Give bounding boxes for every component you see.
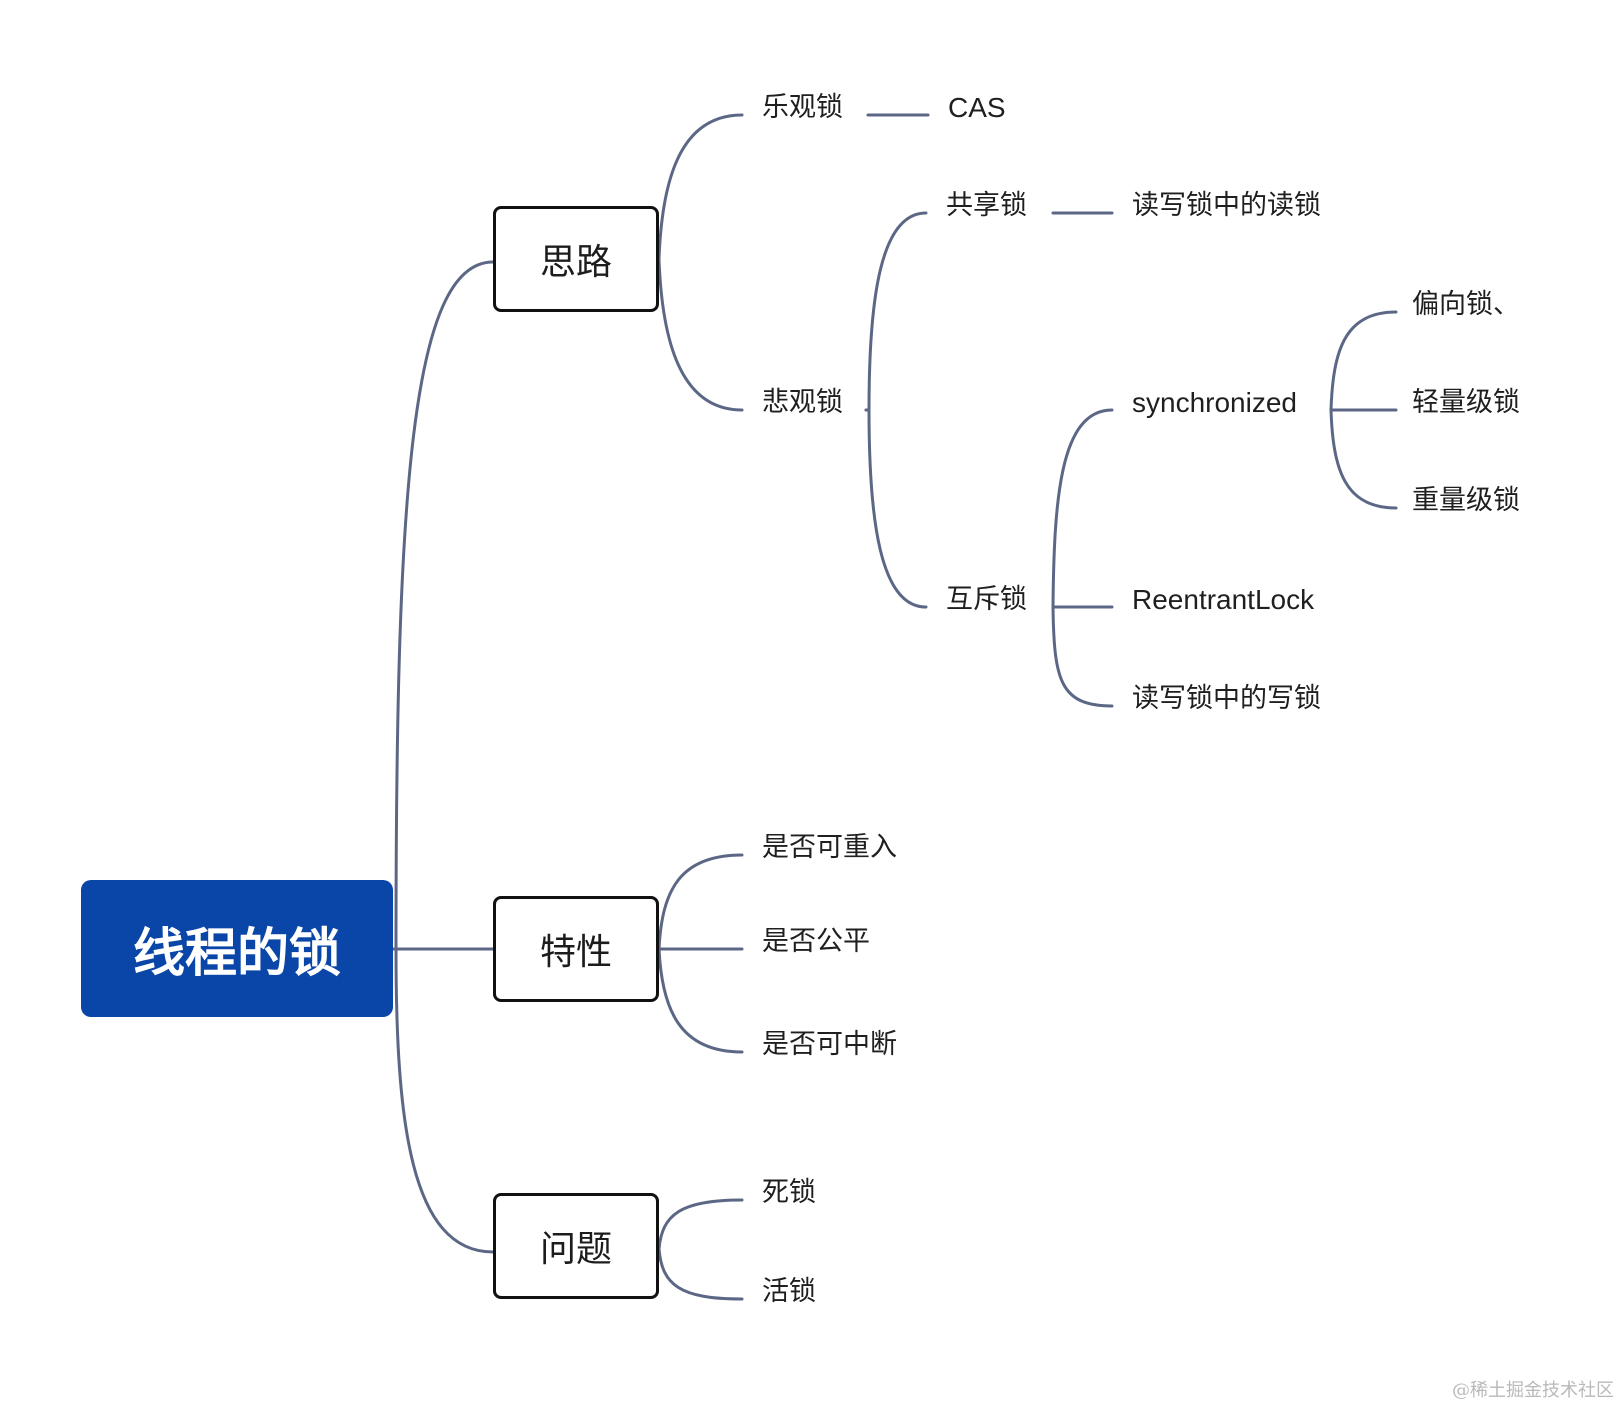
node-write-lock[interactable]: 读写锁中的写锁: [1132, 683, 1321, 714]
link-pessimistic-mutex: [864, 408, 928, 609]
link-problems-deadlock: [657, 1198, 744, 1251]
node-interruptible[interactable]: 是否可中断: [762, 1029, 897, 1060]
node-optimistic-lock[interactable]: 乐观锁: [762, 92, 843, 123]
branch-problems[interactable]: 问题: [493, 1193, 659, 1299]
node-biased-lock[interactable]: 偏向锁、: [1412, 289, 1520, 320]
node-synchronized[interactable]: synchronized: [1132, 387, 1297, 418]
node-reentrant[interactable]: 是否可重入: [762, 832, 897, 863]
node-fair[interactable]: 是否公平: [762, 926, 870, 957]
branch-features[interactable]: 特性: [493, 896, 659, 1002]
link-synchronized-heavyweight: [1329, 408, 1398, 510]
node-lightweight-lock[interactable]: 轻量级锁: [1412, 387, 1520, 418]
node-deadlock[interactable]: 死锁: [762, 1177, 816, 1208]
branch-approach[interactable]: 思路: [493, 206, 659, 312]
link-mutex-synchronized: [1051, 408, 1114, 609]
node-reentrantlock[interactable]: ReentrantLock: [1132, 584, 1315, 615]
link-root-approach: [391, 260, 495, 951]
node-pessimistic-lock[interactable]: 悲观锁: [762, 387, 843, 418]
link-features-reentrant: [657, 853, 744, 951]
link-problems-livelock: [657, 1247, 744, 1301]
node-shared-lock[interactable]: 共享锁: [946, 190, 1027, 221]
root-node[interactable]: 线程的锁: [81, 880, 393, 1017]
link-root-problems: [391, 947, 495, 1254]
node-heavyweight-lock[interactable]: 重量级锁: [1412, 485, 1520, 516]
link-approach-pessimistic: [657, 257, 744, 412]
watermark: @稀土掘金技术社区: [1452, 1380, 1614, 1401]
link-mutex-writelock: [1051, 605, 1114, 708]
link-approach-optimistic: [657, 113, 744, 261]
link-features-interruptible: [657, 947, 744, 1054]
link-synchronized-biased: [1329, 310, 1398, 412]
node-read-lock[interactable]: 读写锁中的读锁: [1132, 190, 1321, 221]
node-cas[interactable]: CAS: [948, 92, 1006, 123]
node-livelock[interactable]: 活锁: [762, 1276, 816, 1307]
node-mutex-lock[interactable]: 互斥锁: [946, 584, 1027, 615]
link-pessimistic-shared: [864, 211, 928, 412]
